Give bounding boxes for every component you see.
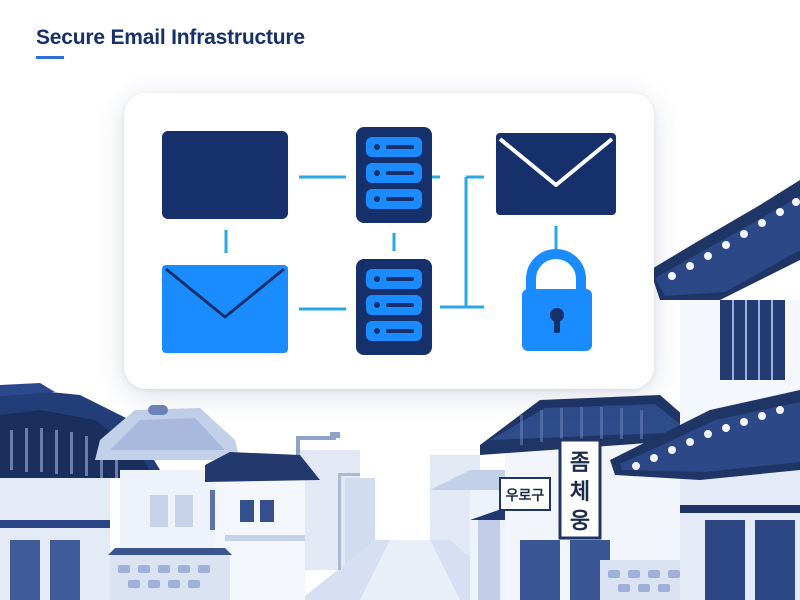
shop-sign-left-text: 우로구 (506, 488, 545, 504)
street-lamp-right (338, 473, 360, 570)
shop-sign-left (499, 477, 551, 511)
padlock-icon (522, 249, 592, 351)
left-houses (0, 383, 320, 600)
server-icon (356, 127, 432, 223)
infrastructure-diagram-card (124, 93, 654, 389)
shop-sign-vertical (558, 438, 602, 540)
shop-sign-vertical-char-1: 좀 (570, 451, 590, 476)
infrastructure-diagram (162, 127, 616, 355)
right-houses (430, 180, 800, 600)
shop-sign-vertical-char-3: 웅 (570, 509, 590, 534)
page-title: Secure Email Infrastructure (36, 26, 305, 49)
envelope-icon (496, 133, 616, 215)
envelope-icon (162, 265, 288, 353)
shop-sign-vertical-char-2: 체 (570, 480, 590, 505)
street (360, 540, 460, 600)
navy-panel-icon (162, 131, 288, 219)
title-underline (36, 56, 64, 59)
server-icon (356, 259, 432, 355)
lattice-window (720, 300, 785, 380)
